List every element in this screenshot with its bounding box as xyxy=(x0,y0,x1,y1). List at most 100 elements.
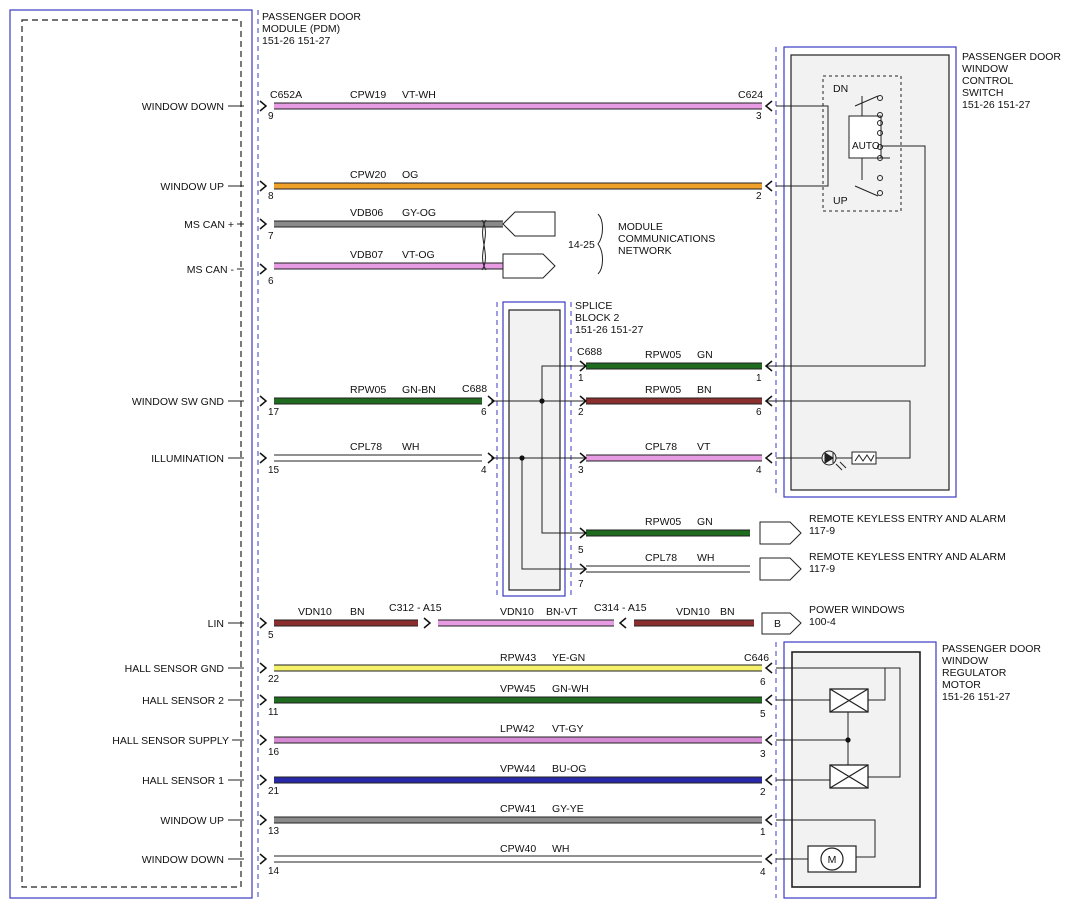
splice-bus-lines xyxy=(491,365,586,570)
color-cpl78-wh: WH xyxy=(402,441,420,453)
pdm-pin-6: 6 xyxy=(268,276,274,287)
connector-c314: C314 - A15 xyxy=(594,602,647,614)
rke-2-label: REMOTE KEYLESS ENTRY AND ALARM xyxy=(809,551,1006,563)
switch-gnd-return-line xyxy=(766,400,911,459)
color-cpw40: WH xyxy=(552,843,570,855)
motor-title-1: PASSENGER DOOR xyxy=(942,643,1041,655)
circuit-cpw20: CPW20 xyxy=(350,169,386,181)
pdm-pin-17: 17 xyxy=(268,407,280,418)
switch-auto-label: AUTO xyxy=(852,141,880,152)
circuit-cpl78-wh: CPL78 xyxy=(350,441,382,453)
network-brace-icon xyxy=(597,213,603,275)
circuit-rpw05-gnbn: RPW05 xyxy=(350,384,386,396)
color-rpw43: YE-GN xyxy=(552,652,585,664)
pdm-pin-14: 14 xyxy=(268,866,280,877)
switch-title-3: CONTROL xyxy=(962,75,1013,87)
rke-1-label: REMOTE KEYLESS ENTRY AND ALARM xyxy=(809,513,1006,525)
motor-title-3: REGULATOR xyxy=(942,667,1007,679)
circuit-vpw44: VPW44 xyxy=(500,763,536,775)
network-label-3: NETWORK xyxy=(618,245,672,257)
circuit-cpl78-wh-rke: CPL78 xyxy=(645,552,677,564)
pdm-label-window-up: WINDOW UP xyxy=(160,181,224,193)
switch-title-2: WINDOW xyxy=(962,63,1008,75)
circuit-lpw42: LPW42 xyxy=(500,723,535,735)
connector-c624: C624 xyxy=(738,89,763,101)
color-rpw05-gnbn: GN-BN xyxy=(402,384,436,396)
motor-pin-2: 2 xyxy=(760,787,766,798)
motor-pin-4: 4 xyxy=(760,867,766,878)
splice-block xyxy=(496,301,572,597)
switch-title-1: PASSENGER DOOR xyxy=(962,51,1061,63)
switch-title-5: 151-26 151-27 xyxy=(962,99,1030,111)
pdm-label-ms-can-minus: MS CAN - xyxy=(187,264,235,276)
circuit-rpw43: RPW43 xyxy=(500,652,536,664)
color-vdb06: GY-OG xyxy=(402,207,436,219)
color-vdn10-a: BN xyxy=(350,606,365,618)
color-vdn10-b: BN-VT xyxy=(546,606,578,618)
pdm-connector-chevrons xyxy=(259,100,268,865)
can-minus-tag-icon xyxy=(502,253,556,279)
splice-out-pin-3: 3 xyxy=(578,465,584,476)
circuit-vdn10-c: VDN10 xyxy=(676,606,710,618)
motor-symbol-label: M xyxy=(828,854,837,866)
pdm-label-window-down-2: WINDOW DOWN xyxy=(142,854,224,866)
power-windows-tag-icon xyxy=(761,612,802,635)
wires xyxy=(274,102,762,863)
pdm-label-lin: LIN xyxy=(208,618,224,630)
motor-title-5: 151-26 151-27 xyxy=(942,691,1010,703)
pdm-label-leaders xyxy=(228,105,244,860)
wire-end-chevrons xyxy=(423,100,773,865)
network-label-2: COMMUNICATIONS xyxy=(618,233,715,245)
splice-node-gnd xyxy=(539,398,545,404)
pdm-pin-21: 21 xyxy=(268,786,280,797)
pdm-pin-22: 22 xyxy=(268,674,280,685)
circuit-vdn10-b: VDN10 xyxy=(500,606,534,618)
switch-pin-6: 6 xyxy=(756,407,762,418)
switch-module xyxy=(775,46,957,498)
pdm-label-illumination: ILLUMINATION xyxy=(151,453,224,465)
power-windows-tag-label: B xyxy=(774,618,781,630)
hall-sensor-1-icon xyxy=(829,764,869,789)
circuit-cpw41: CPW41 xyxy=(500,803,536,815)
circuit-labels: CPW19 VT-WH CPW20 OG VDB06 GY-OG VDB07 V… xyxy=(298,89,735,855)
switch-up-label: UP xyxy=(833,195,848,207)
motor-pin-6: 6 xyxy=(760,677,766,688)
motor-pin-1: 1 xyxy=(760,827,766,838)
color-lpw42: VT-GY xyxy=(552,723,584,735)
pdm-title-2: MODULE (PDM) xyxy=(262,23,340,35)
circuit-rpw05-gn: RPW05 xyxy=(645,349,681,361)
splice-in-pin-6: 6 xyxy=(481,407,487,418)
connector-c688-in: C688 xyxy=(462,383,487,395)
end-pin-numbers: 3 2 6 4 1 1 2 6 3 4 5 7 6 5 3 2 1 4 xyxy=(481,111,766,878)
color-rpw05-bn: BN xyxy=(697,384,712,396)
splice-title-3: 151-26 151-27 xyxy=(575,324,643,336)
hall-sensor-wiring xyxy=(776,667,901,860)
color-vdn10-c: BN xyxy=(720,606,735,618)
connector-c652a: C652A xyxy=(270,89,302,101)
power-windows-label: POWER WINDOWS xyxy=(809,604,905,616)
pdm-label-hall-supply: HALL SENSOR SUPPLY xyxy=(112,735,229,747)
pdm-pin-7: 7 xyxy=(268,231,274,242)
splice-out-pin-2: 2 xyxy=(578,407,584,418)
color-vdb07: VT-OG xyxy=(402,249,435,261)
motor-title-2: WINDOW xyxy=(942,655,988,667)
splice-title-1: SPLICE xyxy=(575,300,612,312)
splice-out-pin-1: 1 xyxy=(578,373,584,384)
color-vpw45: GN-WH xyxy=(552,683,589,695)
hall-supply-node xyxy=(845,737,851,743)
circuit-cpw19: CPW19 xyxy=(350,89,386,101)
pdm-pin-5: 5 xyxy=(268,630,274,641)
switch-contacts xyxy=(766,95,926,367)
resistor-icon xyxy=(851,451,877,465)
motor-icon xyxy=(807,845,857,873)
rke-1-tag-icon xyxy=(759,521,802,545)
color-cpw41: GY-YE xyxy=(552,803,584,815)
color-cpl78-vt: VT xyxy=(697,441,711,453)
circuit-vdb07: VDB07 xyxy=(350,249,383,261)
splice-title-2: BLOCK 2 xyxy=(575,312,620,324)
circuit-rpw05-bn: RPW05 xyxy=(645,384,681,396)
switch-pin-4: 4 xyxy=(756,465,762,476)
color-cpw19: VT-WH xyxy=(402,89,436,101)
pdm-label-ms-can-plus: MS CAN + xyxy=(184,219,234,231)
motor-title-4: MOTOR xyxy=(942,679,981,691)
